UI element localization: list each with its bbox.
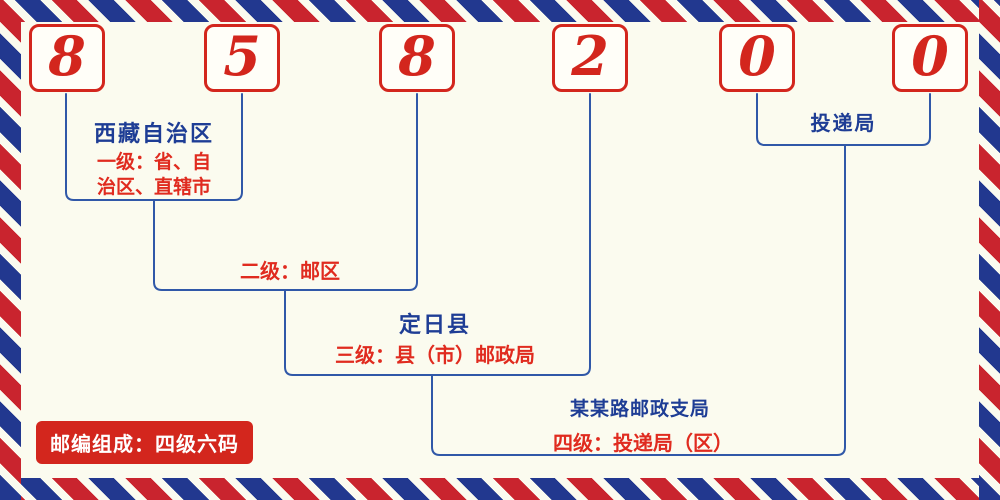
postcode-composition-badge: 邮编组成：四级六码 — [36, 421, 253, 464]
digit-4: 2 — [571, 24, 609, 88]
digit-6: 0 — [911, 24, 949, 88]
delivery-bracket — [756, 93, 931, 146]
level2-label: 二级：邮区 — [240, 259, 340, 283]
envelope-border-bottom — [0, 478, 1000, 500]
digit-2: 5 — [223, 24, 261, 88]
digit-3: 8 — [398, 24, 436, 88]
level1-region-name: 西藏自治区 — [93, 122, 214, 147]
level4-desc: 四级：投递局（区） — [553, 431, 733, 455]
level3-county-name: 定日县 — [398, 313, 471, 338]
digit-box-6: 0 — [892, 24, 968, 92]
level1-desc-line1: 一级：省、自 — [96, 151, 211, 173]
level3-desc: 三级：县（市）邮政局 — [335, 343, 535, 367]
digit-5: 0 — [738, 24, 776, 88]
envelope-border-left — [0, 0, 21, 500]
envelope-border-right — [979, 0, 1000, 500]
delivery-office-label: 投递局 — [810, 111, 877, 135]
digit-box-1: 8 — [29, 24, 105, 92]
digit-box-4: 2 — [552, 24, 628, 92]
level1-desc-line2: 治区、直辖市 — [96, 176, 211, 198]
digit-box-3: 8 — [379, 24, 455, 92]
digit-box-2: 5 — [204, 24, 280, 92]
level3-connector — [284, 93, 591, 376]
digit-box-5: 0 — [719, 24, 795, 92]
level4-connector — [431, 144, 846, 456]
level4-branch-name: 某某路邮政支局 — [569, 398, 710, 420]
envelope-border-top — [0, 0, 1000, 22]
digit-1: 8 — [48, 24, 86, 88]
